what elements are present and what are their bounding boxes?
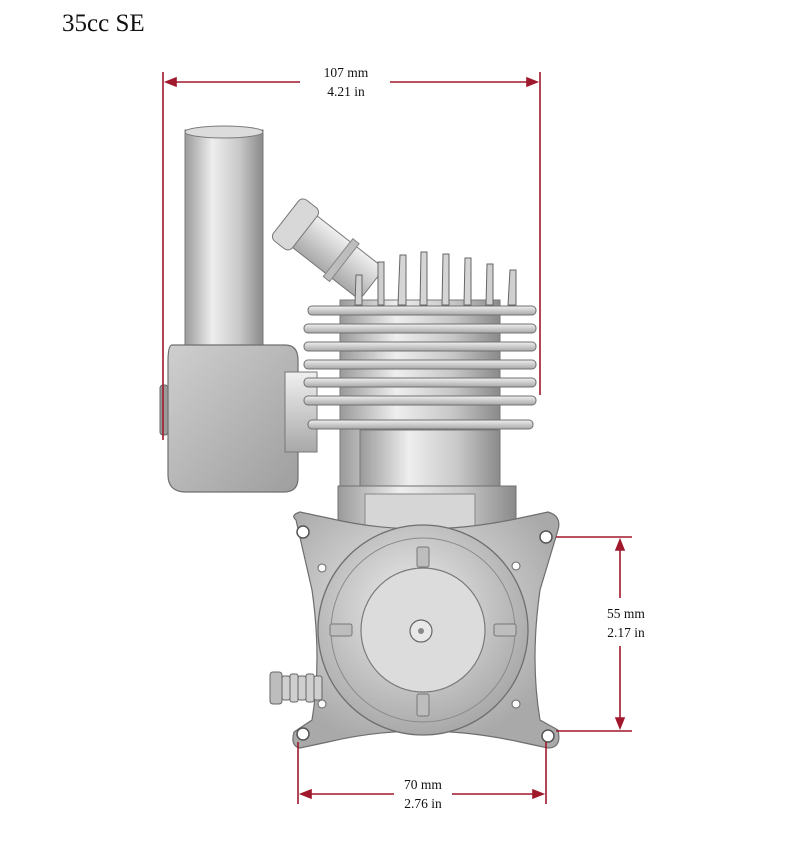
dimension-mount-width-in: 2.76 in (404, 796, 442, 811)
exhaust-pipe (184, 125, 264, 346)
mount-hole-top-right (539, 530, 553, 544)
dimension-mount-width-mm: 70 mm (404, 777, 442, 792)
cylinder (303, 251, 537, 491)
muffler (159, 344, 318, 493)
dimension-mount-width (297, 742, 547, 804)
dimension-width-mm: 107 mm (324, 65, 369, 80)
dimension-width (162, 72, 541, 440)
head-fins (354, 251, 517, 306)
page-title: 35cc SE (62, 10, 145, 37)
crankcase-cover (317, 524, 529, 736)
cooling-fins (303, 305, 537, 430)
dimension-mount-height-mm: 55 mm (607, 606, 645, 621)
dimension-mount-height (556, 536, 632, 732)
mount-hole-bottom-left (296, 727, 310, 741)
dimension-mount-height-in: 2.17 in (607, 625, 645, 640)
intake-tube (271, 198, 383, 298)
spring-fitting (269, 671, 323, 705)
mount-hole-bottom-right (541, 729, 555, 743)
dimension-width-in: 4.21 in (327, 84, 365, 99)
mount-hole-top-left (296, 525, 310, 539)
